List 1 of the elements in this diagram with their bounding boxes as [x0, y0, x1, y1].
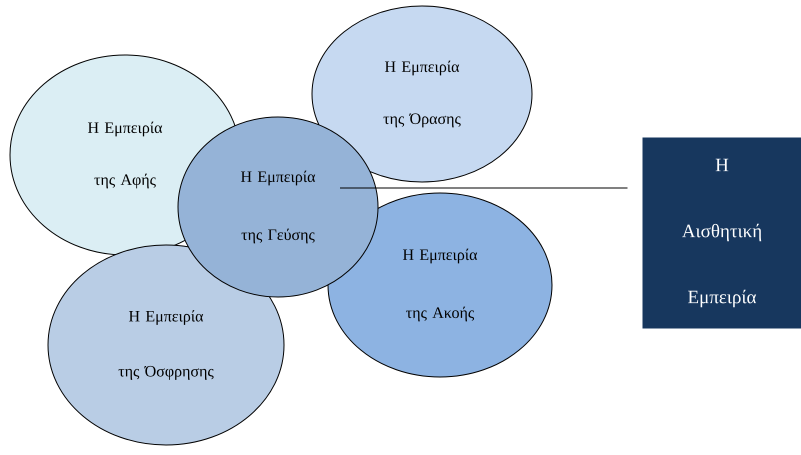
- concept-box: Η Αισθητική Εμπειρία: [642, 138, 801, 328]
